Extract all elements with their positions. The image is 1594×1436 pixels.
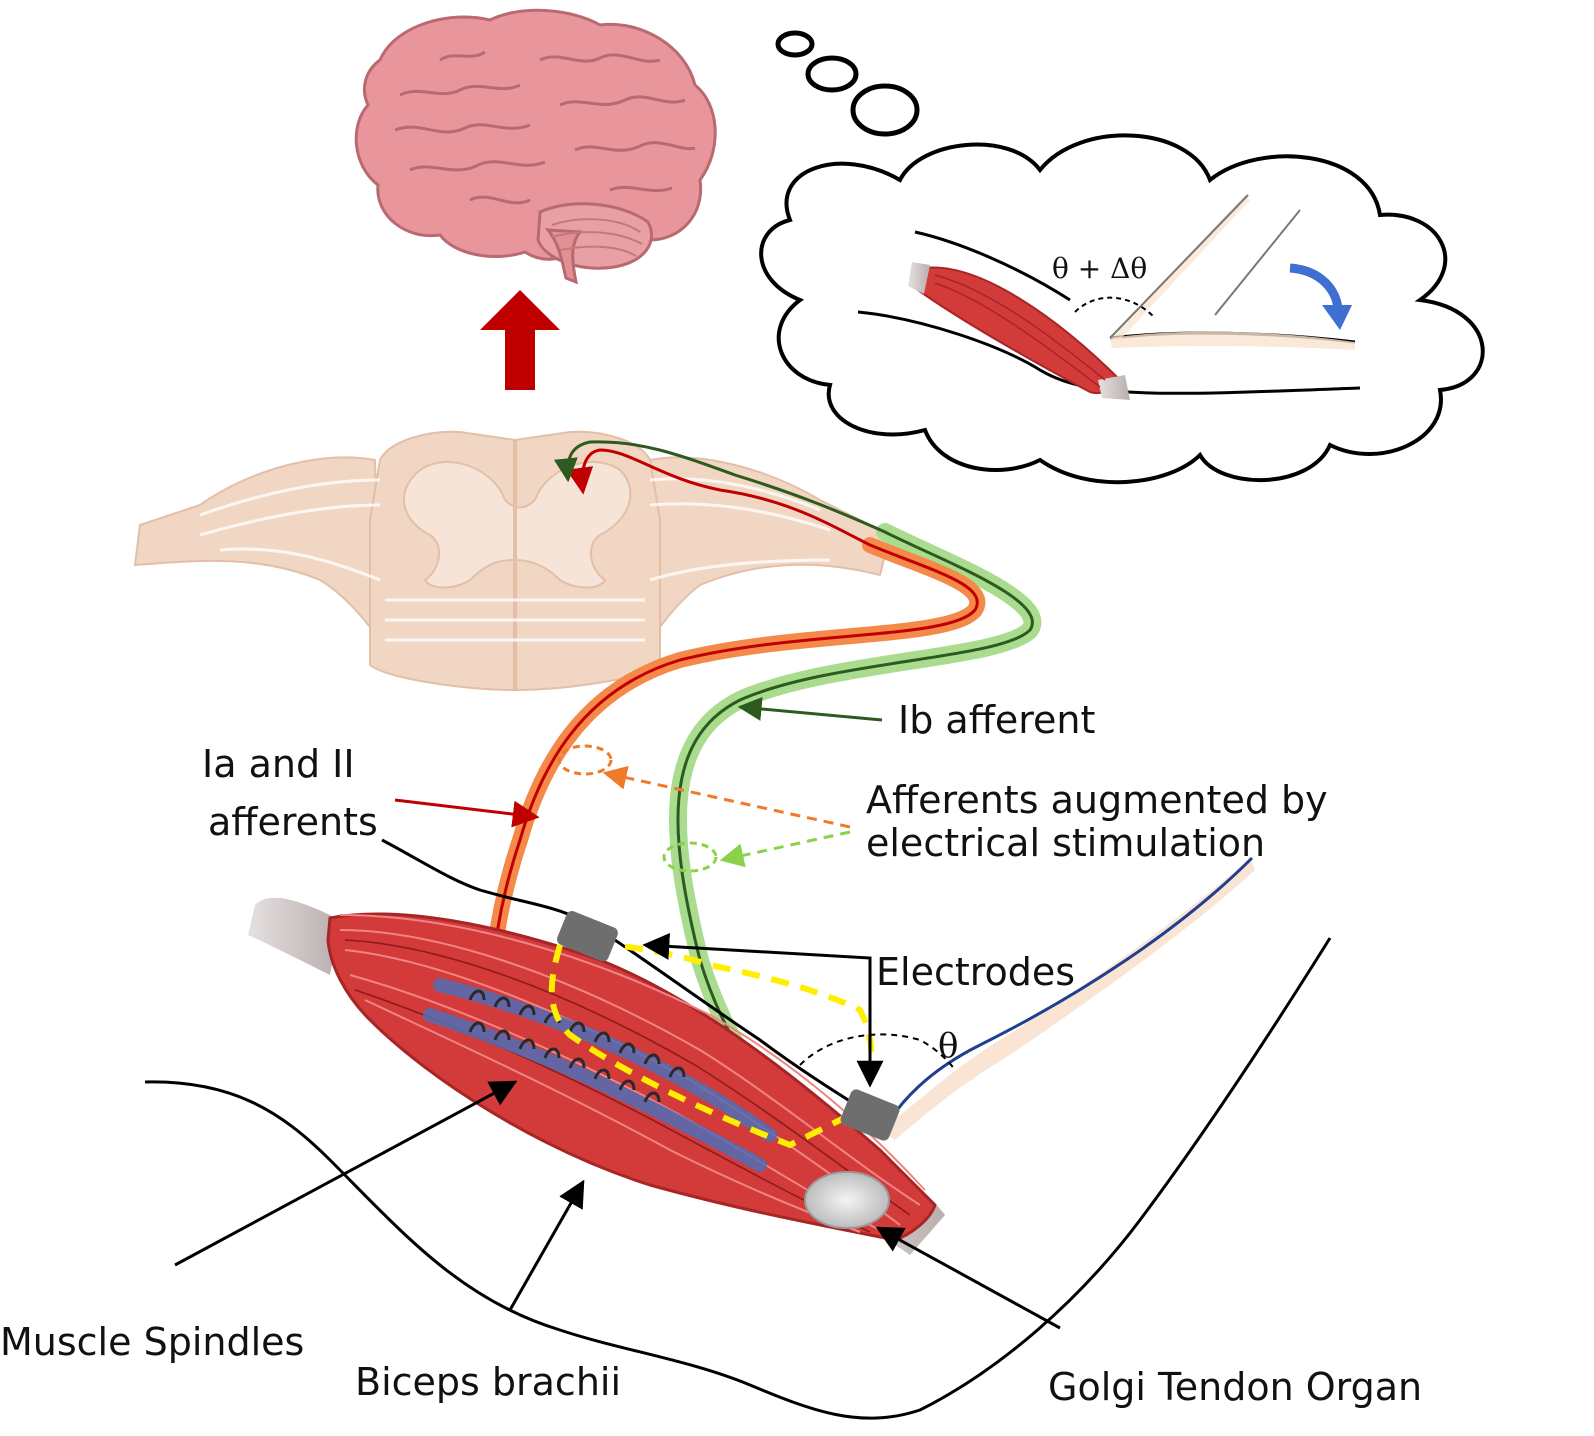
ia-stimulation-marker [557, 744, 613, 776]
thought-cloud [759, 133, 1485, 485]
biceps-leader [508, 1179, 585, 1311]
spindle-band-2 [423, 1008, 767, 1172]
electrodes-leader-proximal [642, 932, 872, 978]
mini-forearm-ghost-1 [1109, 194, 1249, 339]
golgi-tendon-organ [804, 1171, 890, 1229]
thought-dot-medium [805, 55, 859, 93]
forearm-outline [876, 856, 1254, 1139]
ib-afferent-fiber [553, 440, 1034, 1166]
electrode-proximal[interactable] [555, 909, 619, 963]
gto-leader [875, 1226, 1061, 1330]
ia-ii-leader-line [394, 798, 540, 828]
brain-illustration [354, 8, 717, 285]
mini-upper-arm-outline [914, 230, 1071, 302]
ib-leader-line [737, 697, 883, 722]
spinal-nerve-root-right [649, 456, 892, 643]
electrode-distal[interactable] [839, 1088, 901, 1143]
nerve-root-fibers [199, 477, 831, 642]
mini-raised-forearm [1110, 195, 1250, 340]
electrodes-label: Electrodes [876, 950, 1075, 994]
brain-stem [544, 228, 584, 285]
cerebellum-folia [551, 218, 643, 257]
mini-forearm-ghost-2 [1214, 209, 1301, 316]
augment-orange-leader [602, 765, 851, 829]
brain-cerebrum [354, 8, 717, 261]
augmented-label-line2: electrical stimulation [866, 821, 1265, 865]
stimulation-current-path [548, 942, 875, 1149]
theta-label: θ [938, 1026, 958, 1066]
golgi-tendon-organ-label: Golgi Tendon Organ [1048, 1365, 1422, 1409]
ia-ii-label-line1: Ia and II [202, 742, 355, 786]
brain-gyri [394, 50, 696, 205]
muscle-spindles [423, 978, 777, 1172]
muscle-spindles-label: Muscle Spindles [0, 1320, 304, 1364]
mini-forearm-skin [1110, 331, 1355, 350]
thought-bubble: θ + Δθ [759, 30, 1485, 485]
ib-afferent-label: Ib afferent [898, 698, 1095, 742]
forearm-skin [880, 858, 1255, 1140]
elbow-angle-arc [799, 1033, 956, 1071]
ascending-signal-arrow [480, 290, 560, 390]
thought-dot-small [775, 30, 815, 58]
mini-lower-arm-outline [857, 310, 1361, 395]
mini-muscle-striations [934, 274, 1106, 388]
augmented-label-line1: Afferents augmented by [866, 778, 1328, 822]
ib-stimulation-marker [662, 841, 718, 873]
mini-tendon-right [1098, 375, 1130, 400]
spindle-band-1 [433, 978, 777, 1142]
ia-ii-label-line2: afferents [208, 800, 378, 844]
augment-green-leader [719, 830, 851, 868]
rotation-arrow-head [1322, 305, 1352, 330]
proximal-tendon [248, 897, 340, 975]
muscle-spindles-leader [174, 1080, 518, 1267]
arm-outline-bottom [144, 937, 1332, 1420]
thought-dot-large [850, 83, 920, 137]
biceps-brachii-label: Biceps brachii [355, 1360, 621, 1404]
theta-delta-label: θ + Δθ [1052, 252, 1147, 285]
mini-tendon-left [908, 262, 930, 294]
